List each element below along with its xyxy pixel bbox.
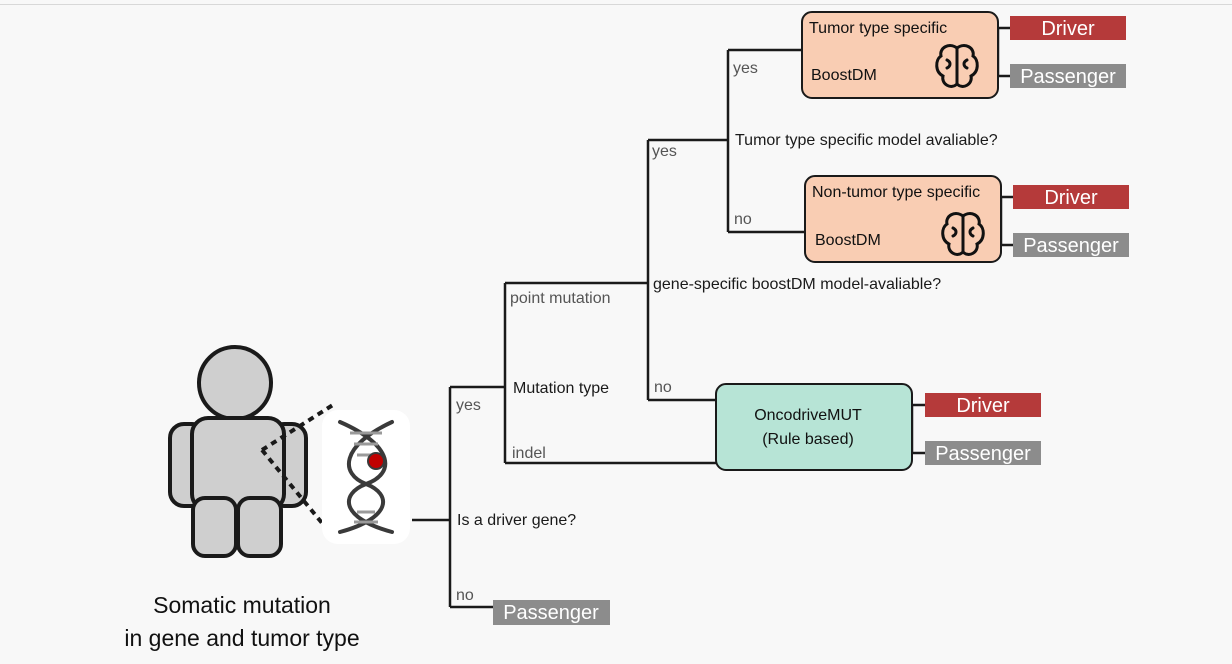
caption-line-1: Somatic mutation	[153, 592, 331, 618]
driver-badge: Driver	[925, 393, 1041, 417]
driver-label: Driver	[1041, 18, 1095, 40]
tumor-specific-boostdm-box: Tumor type specific BoostDM	[801, 11, 999, 99]
tumor-specific-title: Tumor type specific	[809, 20, 947, 37]
passenger-label: Passenger	[1023, 235, 1119, 257]
non-tumor-specific-boostdm-box: Non-tumor type specific BoostDM	[804, 175, 1002, 263]
branch-driver-gene-no: no	[456, 587, 474, 604]
branch-gene-model-yes: yes	[652, 143, 677, 160]
tumor-specific-model: BoostDM	[811, 67, 877, 84]
question-driver-gene: Is a driver gene?	[457, 512, 576, 529]
branch-point-mutation: point mutation	[510, 290, 611, 307]
zoom-dotted-lines	[260, 401, 338, 542]
passenger-badge: Passenger	[1010, 64, 1126, 88]
question-tumor-model: Tumor type specific model avaliable?	[735, 132, 998, 149]
dna-icon	[322, 410, 410, 544]
passenger-label: Passenger	[503, 602, 599, 624]
driver-badge: Driver	[1013, 185, 1129, 209]
driver-badge: Driver	[1010, 16, 1126, 40]
branch-tumor-model-yes: yes	[733, 60, 758, 77]
passenger-label: Passenger	[935, 443, 1031, 465]
non-tumor-specific-model: BoostDM	[815, 232, 881, 249]
brain-icon	[935, 44, 979, 88]
top-divider	[0, 4, 1232, 5]
passenger-label: Passenger	[1020, 66, 1116, 88]
branch-driver-gene-yes: yes	[456, 397, 481, 414]
tree-connectors	[412, 26, 1013, 609]
non-tumor-specific-title: Non-tumor type specific	[812, 184, 980, 201]
passenger-badge: Passenger	[1013, 233, 1129, 257]
driver-label: Driver	[1044, 187, 1098, 209]
oncodrive-name: OncodriveMUT	[754, 407, 862, 424]
question-mutation-type: Mutation type	[513, 380, 609, 397]
oncodrive-method: (Rule based)	[762, 431, 854, 448]
oncodrivemut-box: OncodriveMUT (Rule based)	[715, 383, 913, 471]
person-icon	[168, 345, 308, 558]
branch-gene-model-no: no	[654, 379, 672, 396]
passenger-badge: Passenger	[493, 600, 610, 625]
branch-indel: indel	[512, 445, 546, 462]
driver-label: Driver	[956, 395, 1010, 417]
passenger-badge: Passenger	[925, 441, 1041, 465]
question-gene-model: gene-specific boostDM model-avaliable?	[653, 276, 941, 293]
branch-tumor-model-no: no	[734, 211, 752, 228]
brain-icon	[941, 212, 985, 256]
caption-line-2: in gene and tumor type	[124, 625, 359, 651]
